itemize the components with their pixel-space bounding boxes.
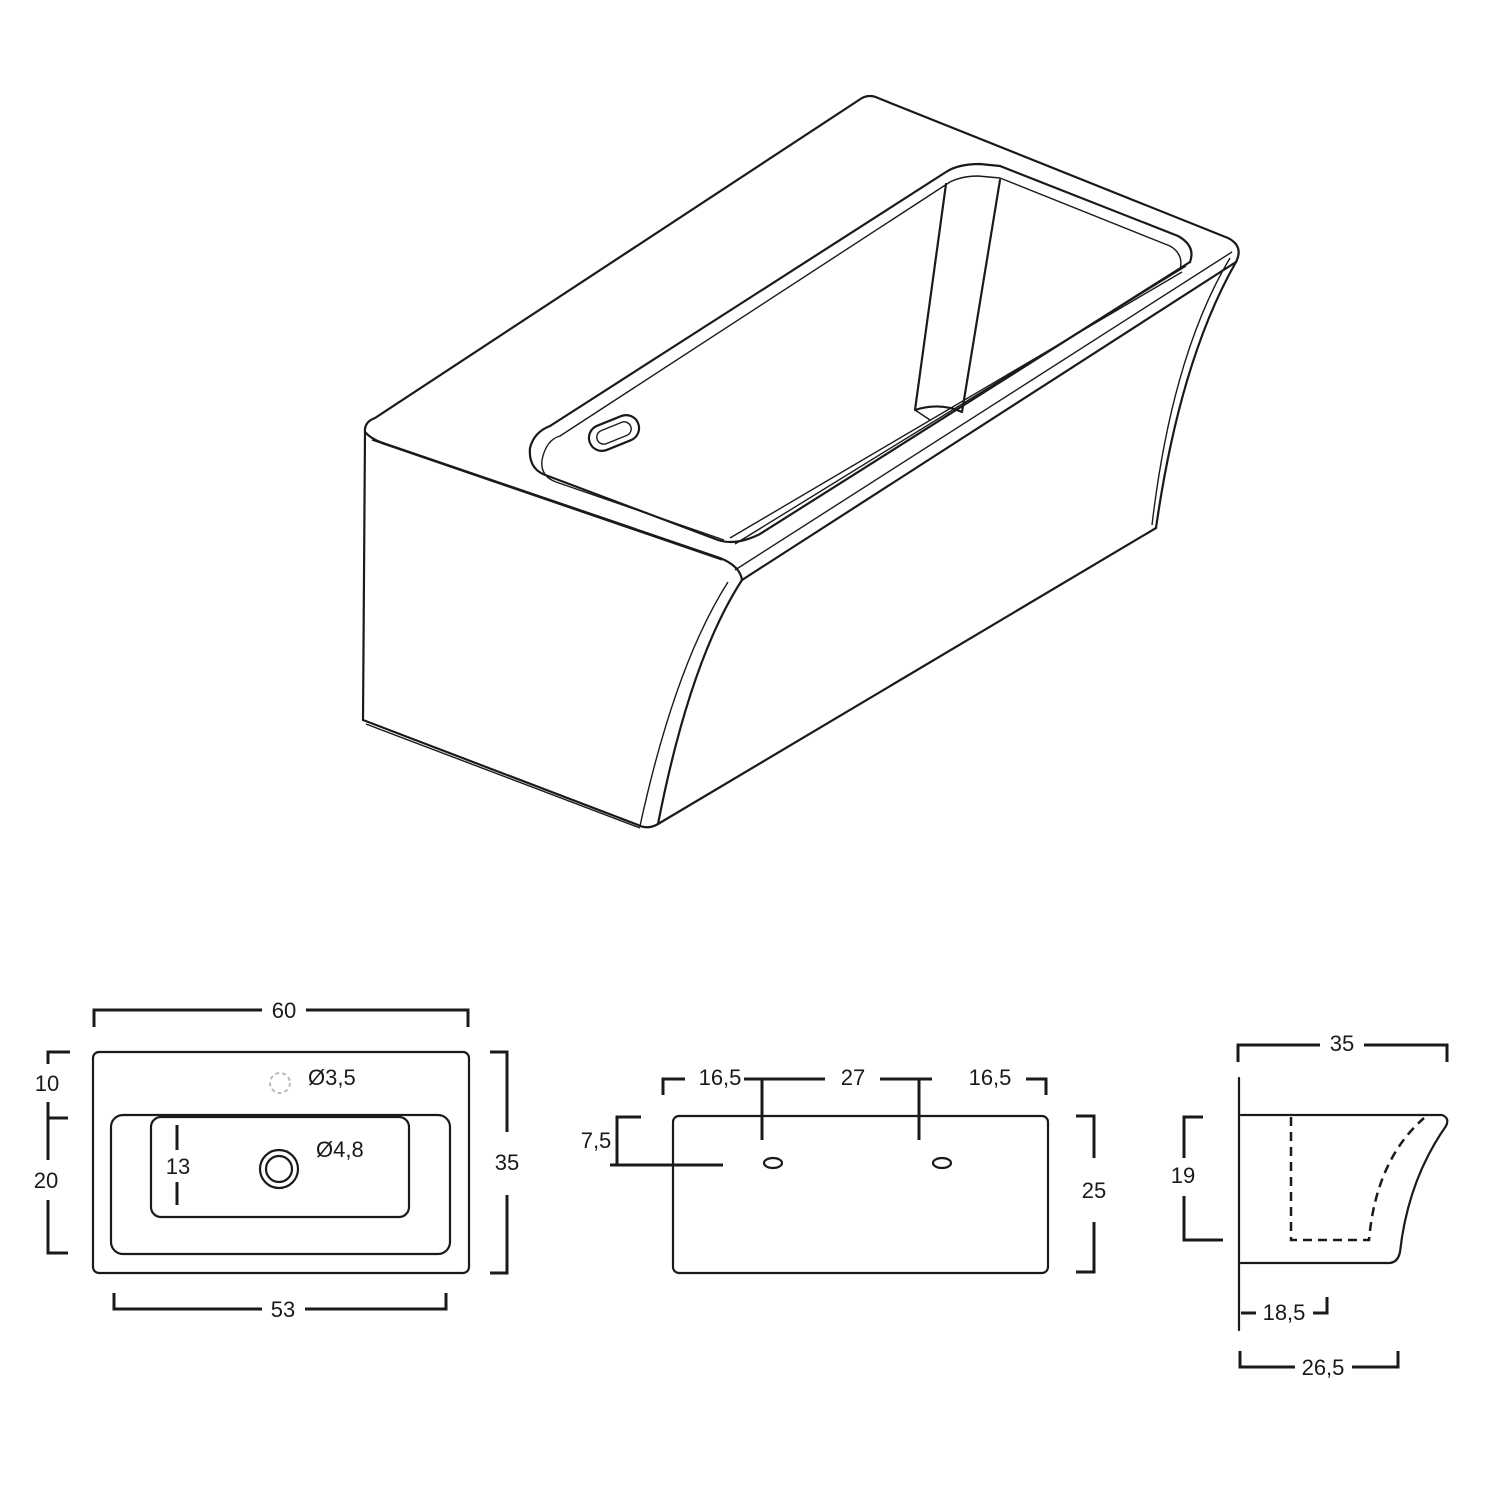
side-view: 35 19 18,5 26,5	[1171, 1031, 1449, 1380]
dim-right-offset: 16,5	[969, 1065, 1012, 1090]
isometric-view	[361, 94, 1240, 829]
dim-side-depth: 35	[1330, 1031, 1354, 1056]
dim-front-rim: 10	[35, 1071, 59, 1096]
fixing-hole-icon	[931, 1156, 953, 1170]
dim-left-offset: 16,5	[699, 1065, 742, 1090]
back-view: 16,5 27 16,5 7,5 25	[581, 1065, 1106, 1275]
dim-inner-bowl-depth: 13	[166, 1154, 190, 1179]
dim-inner-depth: 18,5	[1263, 1300, 1306, 1325]
drain-icon	[258, 1148, 300, 1190]
top-view: 60 53 35 10 20 13 Ø3,5 Ø4,8	[34, 998, 519, 1322]
dim-overall-depth: 35	[495, 1150, 519, 1175]
fixing-hole-icon	[762, 1156, 784, 1170]
dim-bowl-width: 53	[271, 1297, 295, 1322]
dim-fixing-spacing: 27	[841, 1065, 865, 1090]
dim-bowl-depth: 20	[34, 1168, 58, 1193]
tap-hole-icon	[269, 1072, 291, 1094]
overflow-icon	[587, 414, 641, 452]
dim-height: 25	[1082, 1178, 1106, 1203]
dim-tap-hole: Ø3,5	[308, 1065, 356, 1090]
dim-bottom-depth: 26,5	[1302, 1355, 1345, 1380]
dim-fixing-height: 7,5	[581, 1128, 612, 1153]
dim-bowl-height: 19	[1171, 1163, 1195, 1188]
dim-overall-width: 60	[272, 998, 296, 1023]
dim-drain: Ø4,8	[316, 1137, 364, 1162]
